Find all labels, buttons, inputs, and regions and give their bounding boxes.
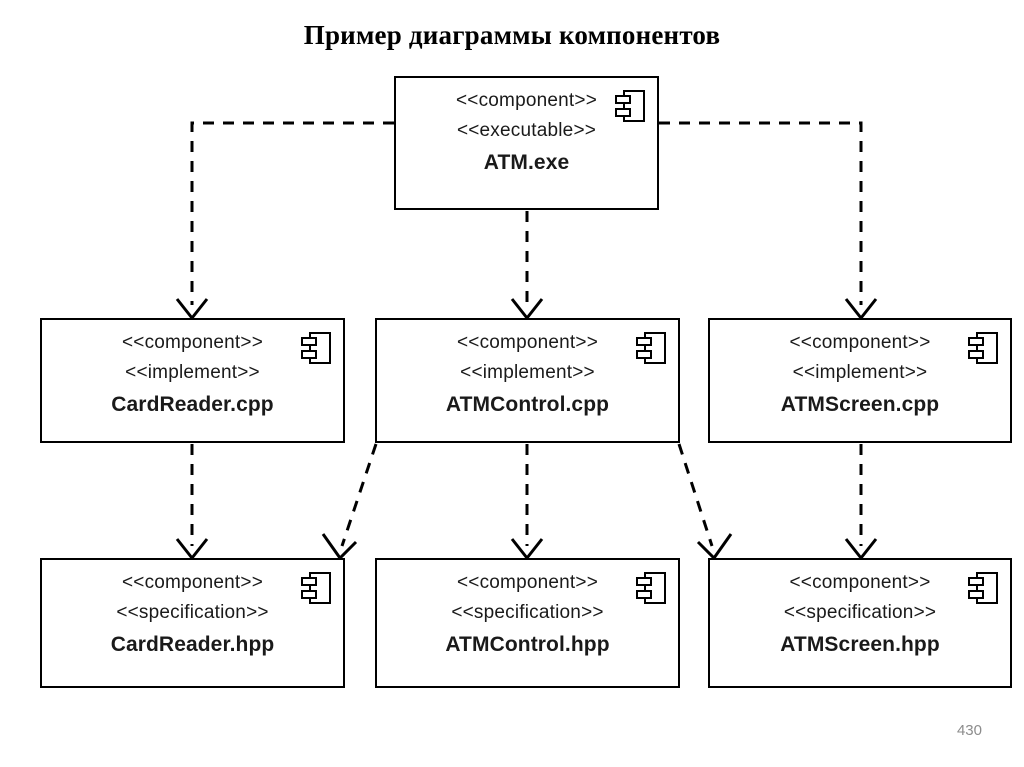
arrowhead-cardreaderhpp-diagonal <box>321 533 358 561</box>
component-stereotype: <<implement>> <box>460 362 595 383</box>
component-icon-tab-bottom <box>636 350 652 359</box>
component-atm-exe[interactable]: <<component>> <<executable>> ATM.exe <box>394 76 659 210</box>
component-icon-tab-top <box>301 577 317 586</box>
component-icon-tab-bottom <box>301 350 317 359</box>
component-icon-tab-bottom <box>301 590 317 599</box>
component-name: ATMControl.cpp <box>445 393 610 416</box>
component-icon-tab-top <box>636 577 652 586</box>
component-stereotype: <<implement>> <box>125 362 260 383</box>
page-number: 430 <box>956 722 982 739</box>
component-atmcontrol-hpp[interactable]: <<component>> <<specification>> ATMContr… <box>375 558 680 688</box>
component-icon-tab-top <box>301 337 317 346</box>
component-name: ATMScreen.cpp <box>780 393 940 416</box>
component-icon-tab-bottom <box>615 108 631 117</box>
component-name: CardReader.hpp <box>110 633 275 656</box>
dependency-atmexe-to-cardreadercpp <box>190 121 394 305</box>
component-icon-tab-bottom <box>636 590 652 599</box>
dependency-atmcontrolcpp-to-atmscreenhpp <box>677 443 714 547</box>
component-stereotype: <<specification>> <box>451 602 604 623</box>
component-stereotype: <<implement>> <box>792 362 928 383</box>
component-icon-tab-bottom <box>968 350 984 359</box>
component-name: ATMControl.hpp <box>445 633 610 656</box>
component-stereotype: <<component>> <box>789 332 931 353</box>
dependency-atmexe-to-atmscreencpp <box>659 121 863 305</box>
dependency-atmcontrolcpp-to-cardreaderhpp <box>340 443 378 547</box>
arrowhead-atmscreenhpp-diagonal <box>696 533 733 561</box>
component-atmcontrol-cpp[interactable]: <<component>> <<implement>> ATMControl.c… <box>375 318 680 443</box>
component-stereotype: <<component>> <box>122 332 263 353</box>
component-cardreader-hpp[interactable]: <<component>> <<specification>> CardRead… <box>40 558 345 688</box>
component-icon <box>968 572 998 604</box>
page-title: Пример диаграммы компонентов <box>303 20 721 50</box>
component-atmscreen-cpp[interactable]: <<component>> <<implement>> ATMScreen.cp… <box>708 318 1012 443</box>
component-icon <box>615 90 645 122</box>
component-icon <box>301 572 331 604</box>
component-icon-tab-top <box>615 95 631 104</box>
component-stereotype: <<executable>> <box>456 120 597 141</box>
component-icon <box>301 332 331 364</box>
component-atmscreen-hpp[interactable]: <<component>> <<specification>> ATMScree… <box>708 558 1012 688</box>
component-stereotype: <<component>> <box>789 572 931 593</box>
component-stereotype: <<specification>> <box>116 602 269 623</box>
component-name: ATMScreen.hpp <box>780 633 940 656</box>
component-stereotype: <<component>> <box>456 90 597 111</box>
component-icon <box>968 332 998 364</box>
component-name: ATM.exe <box>483 151 570 174</box>
arrowhead-cardreaderhpp <box>175 538 209 561</box>
component-icon-tab-top <box>968 577 984 586</box>
component-stereotype: <<component>> <box>457 572 598 593</box>
component-icon <box>636 332 666 364</box>
component-name: CardReader.cpp <box>111 393 274 416</box>
arrowhead-atmcontrolhpp <box>510 538 544 561</box>
component-icon <box>636 572 666 604</box>
component-stereotype: <<component>> <box>457 332 598 353</box>
component-stereotype: <<component>> <box>122 572 263 593</box>
component-stereotype: <<specification>> <box>783 602 937 623</box>
component-cardreader-cpp[interactable]: <<component>> <<implement>> CardReader.c… <box>40 318 345 443</box>
component-icon-tab-top <box>968 337 984 346</box>
component-icon-tab-top <box>636 337 652 346</box>
component-icon-tab-bottom <box>968 590 984 599</box>
arrowhead-atmscreenhpp <box>844 538 878 561</box>
